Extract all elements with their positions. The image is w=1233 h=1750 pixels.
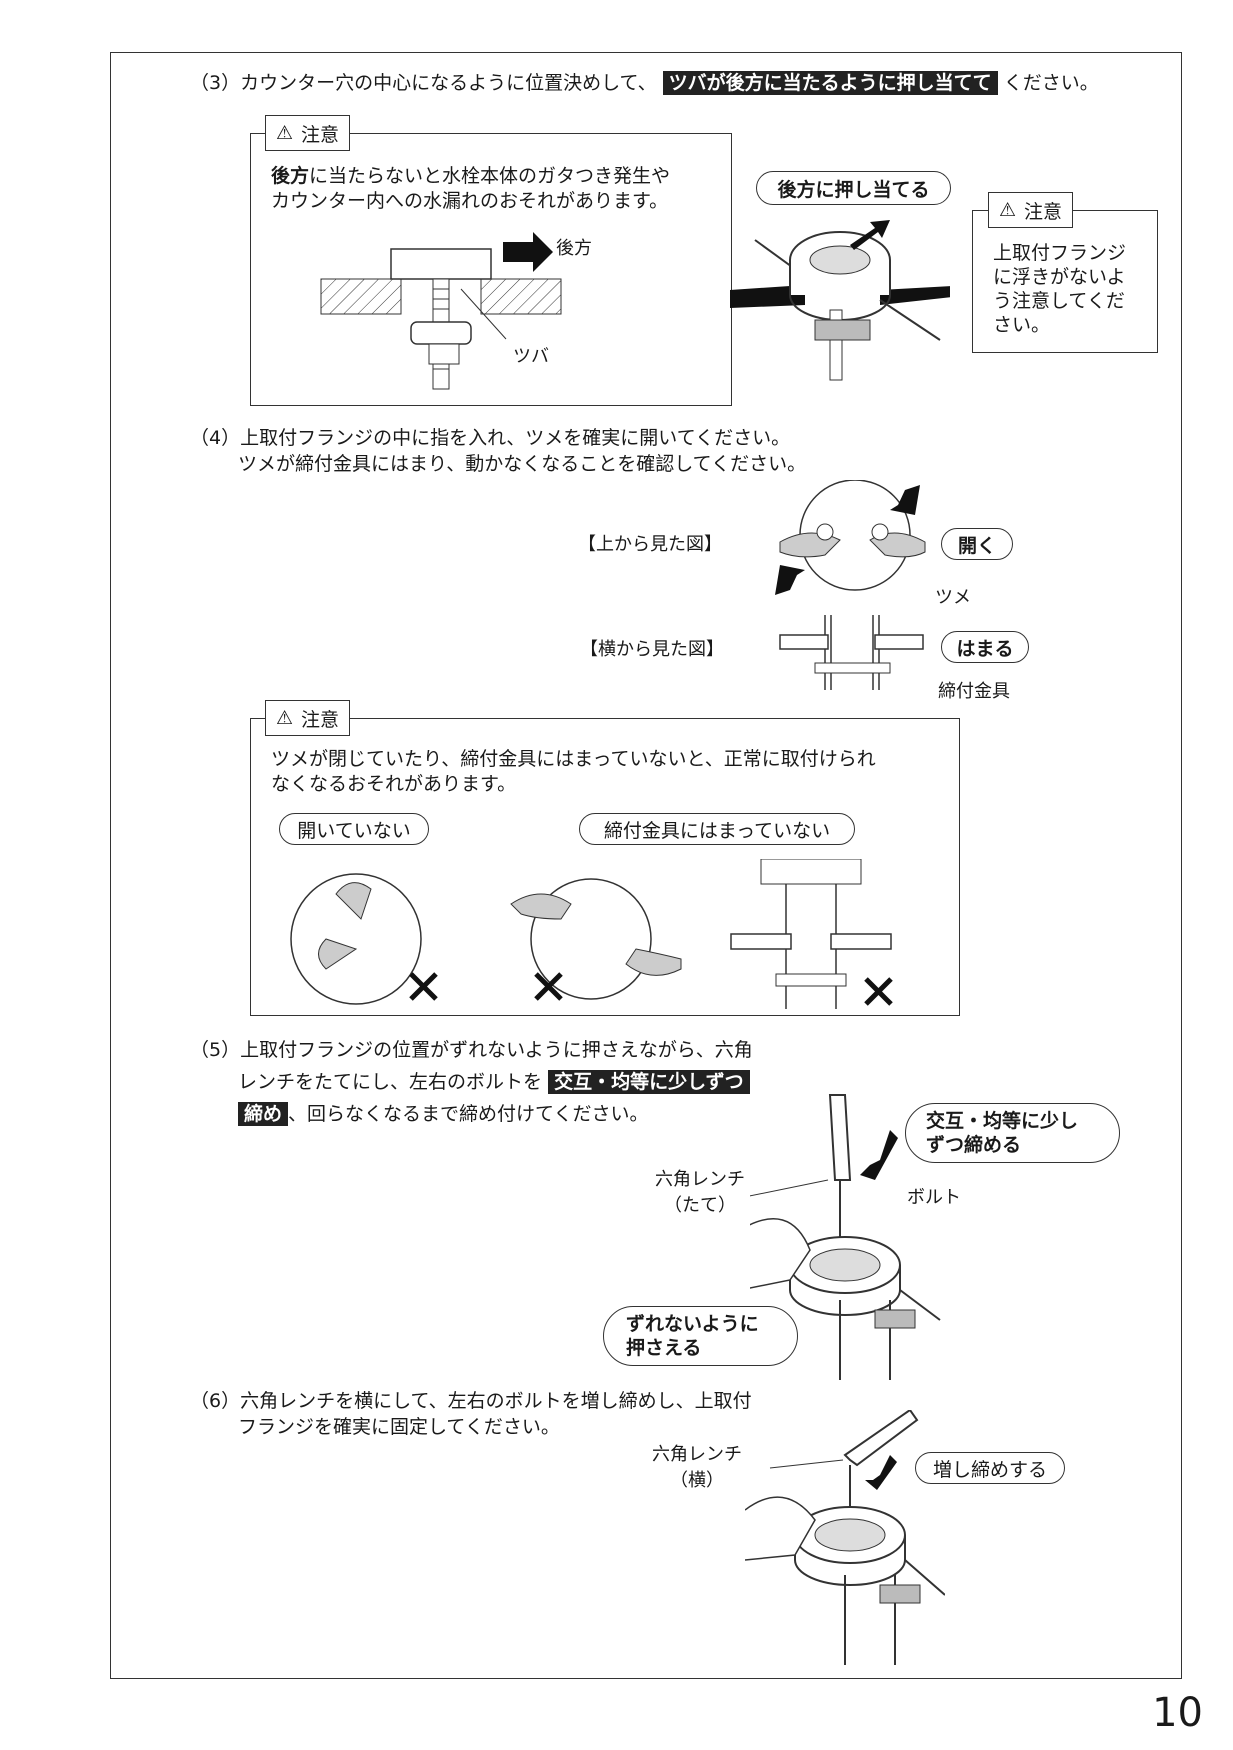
arrow-back-icon <box>850 220 890 250</box>
caution-text: 後方に当たらないと水栓本体のガタつき発生や カウンター内への水漏れのおそれがあり… <box>271 165 671 212</box>
label-tsume: ツメ <box>935 587 971 608</box>
tsuba-diagram <box>320 232 562 390</box>
arrow-retighten-icon <box>865 1455 897 1490</box>
caution-box-1: 後方に当たらないと水栓本体のガタつき発生や カウンター内への水漏れのおそれがあり… <box>250 133 732 406</box>
caution-3-text: ツメが閉じていたり、締付金具にはまっていないと、正常に取付けられ なくなるおそれ… <box>271 748 876 795</box>
caution-tab-2: ⚠注意 <box>988 192 1074 228</box>
label-back: 後方 <box>556 238 592 259</box>
pill-fit: はまる <box>941 631 1029 663</box>
label-wrench-horizontal: 六角レンチ （横） <box>652 1444 742 1491</box>
label-view-side: 【横から見た図】 <box>580 639 724 660</box>
arrow-right-icon <box>503 232 553 272</box>
pill-not-open: 開いていない <box>279 813 429 845</box>
step-4: （4）上取付フランジの中に指を入れ、ツメを確実に開いてください。 <box>190 427 791 449</box>
step-highlight: ツバが後方に当たるように押し当てて <box>662 71 998 95</box>
caution-box-3: ツメが閉じていたり、締付金具にはまっていないと、正常に取付けられ なくなるおそれ… <box>250 718 960 1016</box>
step-5-line1: （5）上取付フランジの位置がずれないように押さえながら、六角 <box>190 1039 753 1061</box>
step-3: （3）カウンター穴の中心になるように位置決めして、 ツバが後方に当たるように押し… <box>190 70 1099 97</box>
caution-tab-3: ⚠注意 <box>265 700 351 736</box>
pill-not-fit: 締付金具にはまっていない <box>579 813 855 845</box>
label-tsuba: ツバ <box>513 346 549 367</box>
wrong-examples-figure <box>290 859 893 1009</box>
caution-2-text: 上取付フランジ に浮きがないよ う注意してくだ さい。 <box>993 242 1127 336</box>
side-view-figure <box>779 615 924 690</box>
step-number: （3） <box>190 72 241 94</box>
page-number: 10 <box>1152 1690 1203 1736</box>
step-5-line2: レンチをたてにし、左右のボルトを 交互・均等に少しずつ <box>238 1069 750 1096</box>
arrow-open-icon <box>775 565 805 595</box>
step-text: カウンター穴の中心になるように位置決めして、 <box>240 72 657 94</box>
arrow-tighten-icon <box>860 1130 898 1180</box>
pill-open: 開く <box>941 528 1013 560</box>
label-view-top: 【上から見た図】 <box>578 534 722 555</box>
step-6-line1: （6）六角レンチを横にして、左右のボルトを増し締めし、上取付 <box>190 1390 752 1412</box>
step-6-line2: フランジを確実に固定してください。 <box>238 1416 560 1438</box>
warning-icon: ⚠ <box>276 122 294 144</box>
step5-figure <box>750 1094 941 1380</box>
warning-icon: ⚠ <box>999 199 1017 221</box>
page-frame <box>110 52 1182 1679</box>
label-wrench-vertical: 六角レンチ （たて） <box>655 1169 745 1216</box>
pill-hold: ずれないように 押さえる <box>603 1306 798 1366</box>
warning-icon: ⚠ <box>276 707 294 729</box>
label-clamp: 締付金具 <box>938 681 1010 702</box>
step-text: ください。 <box>1003 72 1099 94</box>
label-bolt: ボルト <box>907 1187 961 1208</box>
step-4-line2: ツメが締付金具にはまり、動かなくなることを確認してください。 <box>238 453 807 475</box>
pill-retighten: 増し締めする <box>915 1452 1065 1484</box>
top-view-figure <box>775 480 926 595</box>
step-5-line3: 締め、回らなくなるまで締め付けてください。 <box>238 1101 648 1128</box>
x-mark-icon <box>409 972 438 1001</box>
flange-push-figure <box>730 220 950 381</box>
arrow-open-icon <box>890 485 920 515</box>
x-mark-icon <box>864 977 893 1006</box>
x-mark-icon <box>534 972 563 1001</box>
pill-push-back: 後方に押し当てる <box>756 171 951 205</box>
caution-box-2: 上取付フランジ に浮きがないよ う注意してくだ さい。 <box>972 210 1158 353</box>
caution-tab-1: ⚠注意 <box>265 115 351 151</box>
pill-tighten: 交互・均等に少し ずつ締める <box>905 1103 1120 1163</box>
step6-figure <box>745 1410 945 1665</box>
